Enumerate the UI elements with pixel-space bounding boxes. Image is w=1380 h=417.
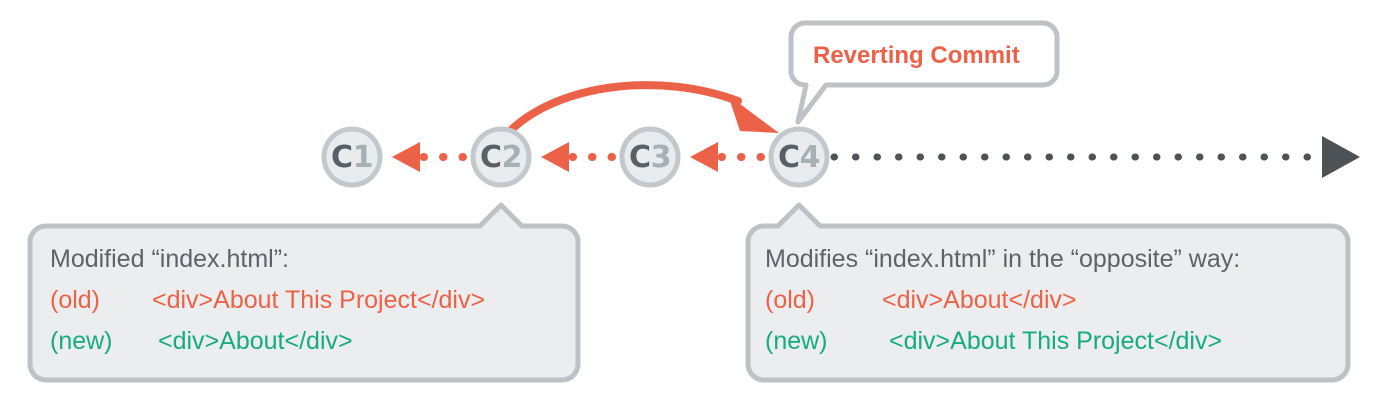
revert-curve-arrow — [506, 81, 779, 135]
parent-link-c2-c1 — [392, 142, 467, 172]
commit-node-c1[interactable] — [321, 126, 383, 188]
parent-link-c3-c2 — [541, 142, 616, 172]
left-detail-box — [27, 202, 581, 383]
commit-label-c3-prefix: C — [629, 140, 651, 175]
commit-label-c3-number: 3 — [650, 140, 672, 175]
commit-label-c1: C1 — [320, 140, 384, 175]
commit-label-c3: C3 — [618, 140, 682, 175]
commit-label-c4: C4 — [767, 140, 831, 175]
parent-link-c4-c3 — [690, 142, 765, 172]
commit-label-c1-number: 1 — [352, 140, 374, 175]
commit-node-c4[interactable] — [768, 126, 830, 188]
commit-node-c2[interactable] — [470, 126, 532, 188]
commit-label-c2-number: 2 — [501, 140, 523, 175]
commit-label-c2: C2 — [469, 140, 533, 175]
timeline-arrowhead-icon — [1322, 136, 1360, 178]
revert-callout-bubble — [788, 20, 1060, 125]
commit-node-c3[interactable] — [619, 126, 681, 188]
right-detail-box — [745, 202, 1351, 383]
commit-label-c4-prefix: C — [778, 140, 800, 175]
commit-label-c2-prefix: C — [480, 140, 502, 175]
commit-label-c4-number: 4 — [799, 140, 821, 175]
commit-label-c1-prefix: C — [331, 140, 353, 175]
